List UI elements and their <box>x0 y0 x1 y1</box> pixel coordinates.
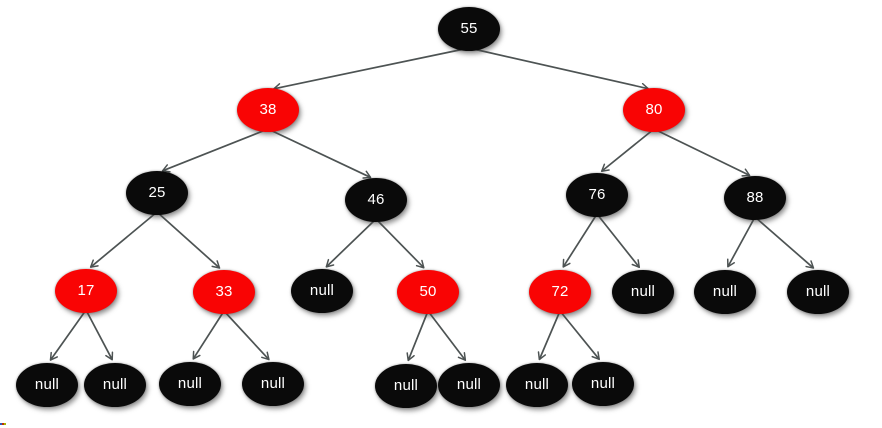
node-label: null <box>102 375 128 393</box>
tree-edge-76-null-76R <box>596 213 641 269</box>
tree-edge-76-72 <box>562 213 598 268</box>
tree-edge-38-25 <box>161 128 269 173</box>
tree-node-null-50R: null <box>438 363 500 407</box>
node-label: 55 <box>460 19 478 37</box>
tree-edge-25-17 <box>89 211 158 268</box>
tree-node-17: 17 <box>55 269 117 313</box>
tree-node-null-76R: null <box>612 270 674 314</box>
tree-edge-55-38 <box>273 47 470 92</box>
node-label: 80 <box>645 100 663 118</box>
tree-node-null-17L: null <box>16 363 78 407</box>
node-label: null <box>177 374 203 392</box>
node-label: null <box>524 375 550 393</box>
tree-node-72: 72 <box>529 270 591 314</box>
tree-edge-72-null-72L <box>537 310 561 361</box>
tree-edge-50-null-50L <box>406 310 429 362</box>
node-label: 50 <box>419 282 437 300</box>
node-label: 25 <box>148 183 166 201</box>
tree-node-80: 80 <box>623 88 685 132</box>
tree-node-null-33R: null <box>242 362 304 406</box>
tree-edge-38-46 <box>267 128 372 179</box>
node-label: null <box>309 281 335 299</box>
corner-artifact <box>0 423 6 425</box>
tree-node-76: 76 <box>566 173 628 217</box>
node-label: null <box>393 376 419 394</box>
tree-edge-55-80 <box>468 47 649 92</box>
node-label: 46 <box>367 190 385 208</box>
tree-edge-46-50 <box>375 218 425 269</box>
tree-edge-46-null-46L <box>325 218 377 268</box>
node-label: 17 <box>77 281 95 299</box>
tree-node-46: 46 <box>345 178 407 222</box>
tree-edge-80-76 <box>600 128 655 172</box>
tree-node-33: 33 <box>193 270 255 314</box>
tree-node-null-50L: null <box>375 364 437 408</box>
tree-edge-33-null-33L <box>192 310 225 360</box>
tree-node-50: 50 <box>397 270 459 314</box>
node-label: null <box>630 282 656 300</box>
node-label: null <box>590 374 616 392</box>
node-label: null <box>456 375 482 393</box>
node-label: 33 <box>215 282 233 300</box>
tree-edge-17-null-17R <box>85 309 114 361</box>
node-label: null <box>712 282 738 300</box>
tree-node-25: 25 <box>126 171 188 215</box>
tree-edge-25-33 <box>156 211 221 269</box>
tree-node-null-17R: null <box>84 363 146 407</box>
node-label: null <box>260 374 286 392</box>
tree-node-null-72R: null <box>572 362 634 406</box>
node-label: 72 <box>551 282 569 300</box>
tree-node-null-88R: null <box>787 270 849 314</box>
node-label: 76 <box>588 185 606 203</box>
tree-node-null-46L: null <box>291 269 353 313</box>
tree-edge-88-null-88R <box>754 216 815 269</box>
tree-node-null-72L: null <box>506 363 568 407</box>
tree-node-null-88L: null <box>694 270 756 314</box>
tree-edge-17-null-17L <box>49 309 87 361</box>
tree-node-55: 55 <box>438 7 500 51</box>
tree-edge-33-null-33R <box>223 310 270 361</box>
tree-edge-50-null-50R <box>427 310 467 361</box>
tree-node-88: 88 <box>724 176 786 220</box>
tree-edge-72-null-72R <box>559 310 600 361</box>
tree-edge-88-null-88L <box>726 216 756 268</box>
node-label: null <box>34 375 60 393</box>
tree-node-null-33L: null <box>159 362 221 406</box>
node-label: null <box>805 282 831 300</box>
node-label: 88 <box>746 188 764 206</box>
tree-node-38: 38 <box>237 88 299 132</box>
tree-edge-80-88 <box>653 128 751 177</box>
node-label: 38 <box>259 100 277 118</box>
